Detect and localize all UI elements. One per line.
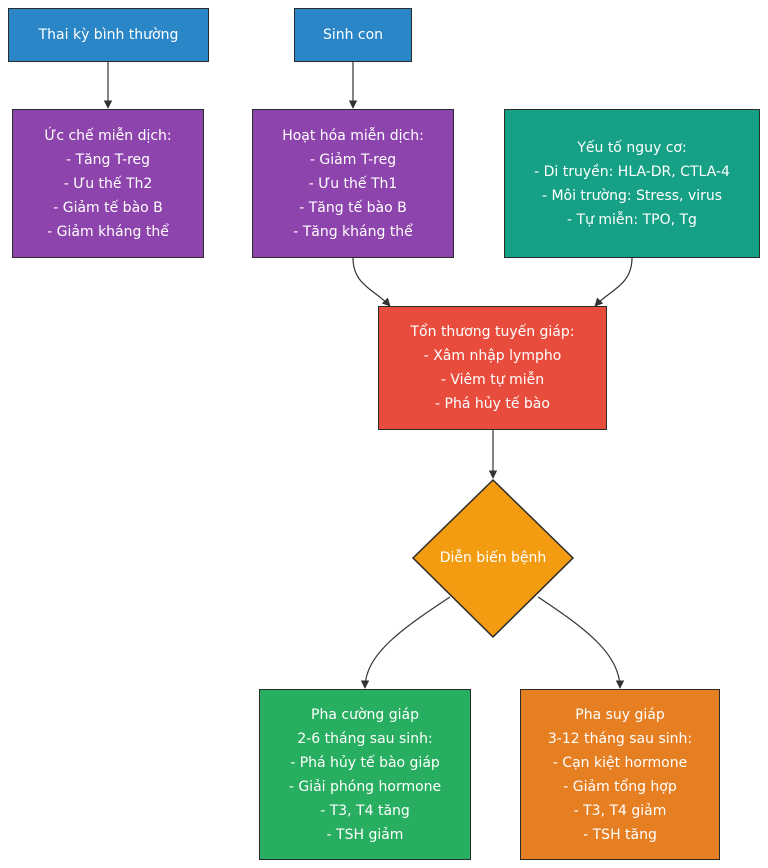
birth-node: Sinh con [294,8,412,62]
immune-activation-item: - Tăng kháng thể [293,223,413,240]
risk-factors-item: - Tự miễn: TPO, Tg [567,211,697,228]
immune-suppression-item: - Giảm kháng thể [47,223,169,240]
immune-suppression-title: Ức chế miễn dịch: [44,127,172,144]
hyperthyroid-phase-item: - TSH giảm [326,826,404,843]
thyroid-damage-title: Tổn thương tuyến giáp: [410,324,575,340]
immune-suppression-item: - Tăng T-reg [65,151,151,168]
immune-suppression-item: - Giảm tế bào B [53,199,163,216]
risk-factors-title: Yếu tố nguy cơ: [577,139,687,156]
thyroid-damage-item: - Viêm tự miễn [440,372,545,388]
immune-suppression-item: - Ưu thế Th2 [63,175,153,192]
hypothyroid-phase-item: - Cạn kiệt hormone [552,754,688,771]
hyperthyroid-phase-item: - Giải phóng hormone [288,778,442,795]
disease-course-diamond [411,478,575,639]
edge-risk-to-damage [594,257,633,307]
immune-suppression-node: Ức chế miễn dịch: - Tăng T-reg - Ưu thế … [12,109,204,258]
hyperthyroid-phase-subtitle: 2-6 tháng sau sinh: [297,730,433,747]
immune-activation-item: - Giảm T-reg [309,151,397,168]
hypothyroid-phase-subtitle: 3-12 tháng sau sinh: [547,730,693,747]
hyperthyroid-phase-title: Pha cường giáp [311,706,419,723]
hypothyroid-phase-node: Pha suy giáp 3-12 tháng sau sinh: - Cạn … [520,689,720,860]
immune-activation-item: - Ưu thế Th1 [308,175,398,192]
normal-pregnancy-node: Thai kỳ bình thường [8,8,209,62]
thyroid-damage-item: - Phá hủy tế bào [435,396,550,412]
normal-pregnancy-title: Thai kỳ bình thường [38,27,179,43]
edge-course-to-hypo [537,596,625,689]
hypothyroid-phase-item: - TSH tăng [583,826,657,843]
edge-course-to-hyper [360,596,451,689]
birth-title: Sinh con [322,27,384,43]
edge-activation-to-damage [352,257,391,307]
hypothyroid-phase-title: Pha suy giáp [575,706,665,723]
risk-factors-node: Yếu tố nguy cơ: - Di truyền: HLA-DR, CTL… [504,109,760,258]
risk-factors-item: - Di truyền: HLA-DR, CTLA-4 [534,163,730,180]
hypothyroid-phase-item: - Giảm tổng hợp [563,778,677,795]
hyperthyroid-phase-item: - Phá hủy tế bào giáp [290,754,440,771]
thyroid-damage-node: Tổn thương tuyến giáp: - Xâm nhập lympho… [378,306,607,430]
hyperthyroid-phase-node: Pha cường giáp 2-6 tháng sau sinh: - Phá… [259,689,471,860]
thyroid-damage-item: - Xâm nhập lympho [423,348,562,364]
hypothyroid-phase-item: - T3, T4 giảm [573,802,667,819]
hyperthyroid-phase-item: - T3, T4 tăng [320,802,410,819]
disease-course-label: Diễn biến bệnh [439,550,547,566]
immune-activation-item: - Tăng tế bào B [299,199,407,216]
immune-activation-title: Hoạt hóa miễn dịch: [282,127,424,144]
immune-activation-node: Hoạt hóa miễn dịch: - Giảm T-reg - Ưu th… [252,109,454,258]
risk-factors-item: - Môi trường: Stress, virus [541,187,723,204]
